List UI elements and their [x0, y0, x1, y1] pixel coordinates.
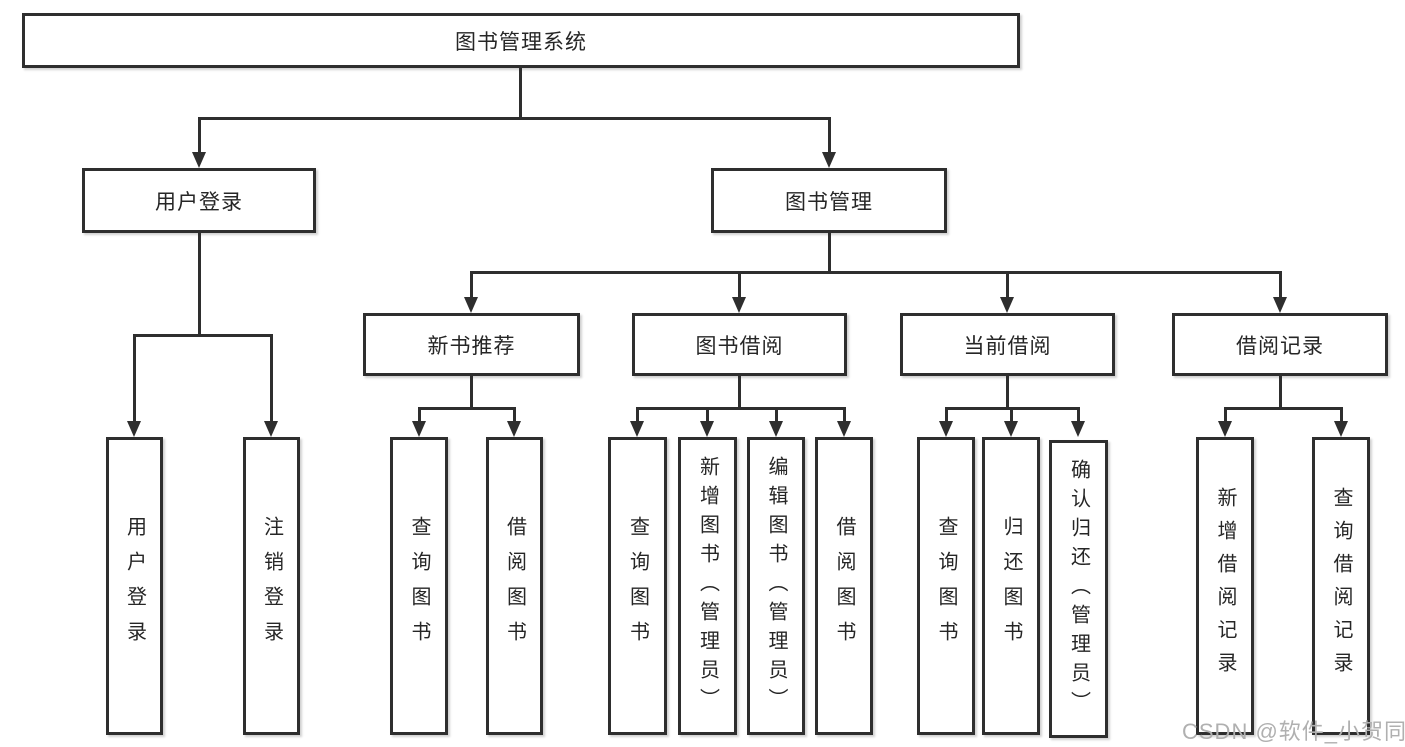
- node-label: 当前借阅: [963, 334, 1052, 358]
- leaf-query-books-current: 查询图书: [917, 437, 975, 735]
- arrow-down-icon: [1000, 297, 1014, 313]
- arrow-down-icon: [507, 421, 521, 437]
- leaf-confirm-return-admin: 确认归还（管理员）: [1049, 440, 1108, 738]
- leaf-label: 注销登录: [260, 516, 283, 656]
- leaf-return-book: 归还图书: [982, 437, 1040, 735]
- arrow-down-icon: [1273, 297, 1287, 313]
- leaf-label: 确认归还（管理员）: [1067, 458, 1090, 720]
- connector-line: [1077, 408, 1080, 423]
- arrow-down-icon: [1218, 421, 1232, 437]
- node-label: 图书管理: [785, 190, 873, 214]
- leaf-label: 归还图书: [1000, 516, 1022, 656]
- node-label: 图书管理系统: [455, 30, 587, 54]
- connector-line: [1006, 272, 1009, 299]
- arrow-down-icon: [769, 421, 783, 437]
- arrow-down-icon: [192, 152, 206, 168]
- node-label: 借阅记录: [1236, 334, 1324, 358]
- node-library-system: 图书管理系统: [22, 13, 1020, 68]
- leaf-logout: 注销登录: [243, 437, 300, 735]
- connector-line: [1006, 376, 1009, 408]
- connector-line: [513, 408, 516, 423]
- connector-line: [706, 408, 709, 423]
- arrow-down-icon: [939, 421, 953, 437]
- leaf-label: 查询图书: [626, 516, 649, 656]
- node-user-login: 用户登录: [82, 168, 316, 233]
- arrow-down-icon: [700, 421, 714, 437]
- arrow-down-icon: [127, 421, 141, 437]
- arrow-down-icon: [630, 421, 644, 437]
- connector-line: [1224, 408, 1227, 423]
- arrow-down-icon: [732, 297, 746, 313]
- connector-line: [636, 407, 846, 410]
- connector-line: [738, 376, 741, 408]
- connector-line: [133, 334, 273, 337]
- arrow-down-icon: [1071, 421, 1085, 437]
- node-current-borrowing: 当前借阅: [900, 313, 1115, 376]
- leaf-edit-book-admin: 编辑图书（管理员）: [747, 437, 805, 735]
- connector-line: [270, 335, 273, 423]
- node-book-management: 图书管理: [711, 168, 947, 233]
- connector-line: [828, 118, 831, 153]
- leaf-query-borrow-record: 查询借阅记录: [1312, 437, 1370, 735]
- arrow-down-icon: [837, 421, 851, 437]
- node-borrow-records: 借阅记录: [1172, 313, 1388, 376]
- connector-line: [1224, 407, 1343, 410]
- leaf-label: 编辑图书（管理员）: [765, 455, 787, 717]
- connector-line: [519, 68, 522, 118]
- csdn-watermark: CSDN @软件_小贺同学: [1182, 719, 1405, 744]
- node-label: 新书推荐: [427, 334, 516, 358]
- leaf-label: 用户登录: [123, 516, 146, 656]
- node-book-borrowing: 图书借阅: [632, 313, 847, 376]
- leaf-label: 查询图书: [935, 516, 957, 656]
- arrow-down-icon: [264, 421, 278, 437]
- connector-line: [133, 335, 136, 423]
- connector-line: [775, 408, 778, 423]
- connector-line: [198, 118, 201, 153]
- leaf-label: 借阅图书: [833, 516, 855, 656]
- leaf-label: 查询借阅记录: [1330, 487, 1352, 685]
- connector-line: [1340, 408, 1343, 423]
- leaf-borrow-books-recommend: 借阅图书: [486, 437, 543, 735]
- connector-line: [1279, 376, 1282, 408]
- connector-line: [470, 376, 473, 408]
- connector-line: [418, 408, 421, 423]
- connector-line: [470, 271, 1282, 274]
- connector-line: [1010, 408, 1013, 423]
- leaf-label: 借阅图书: [503, 516, 526, 656]
- leaf-add-book-admin: 新增图书（管理员）: [678, 437, 737, 735]
- connector-line: [945, 408, 948, 423]
- leaf-query-books-recommend: 查询图书: [390, 437, 448, 735]
- leaf-user-login: 用户登录: [106, 437, 163, 735]
- node-new-book-recommend: 新书推荐: [363, 313, 580, 376]
- arrow-down-icon: [464, 297, 478, 313]
- node-label: 用户登录: [155, 190, 243, 214]
- arrow-down-icon: [1004, 421, 1018, 437]
- leaf-label: 新增借阅记录: [1214, 487, 1236, 685]
- connector-line: [198, 117, 831, 120]
- leaf-add-borrow-record: 新增借阅记录: [1196, 437, 1254, 735]
- connector-line: [636, 408, 639, 423]
- arrow-down-icon: [412, 421, 426, 437]
- connector-line: [1279, 272, 1282, 299]
- leaf-query-books-borrowing: 查询图书: [608, 437, 667, 735]
- arrow-down-icon: [822, 152, 836, 168]
- connector-line: [828, 233, 831, 272]
- connector-line: [198, 233, 201, 335]
- leaf-borrow-books-borrowing: 借阅图书: [815, 437, 873, 735]
- node-label: 图书借阅: [695, 334, 784, 358]
- connector-line: [470, 272, 473, 299]
- connector-line: [843, 408, 846, 423]
- leaf-label: 查询图书: [408, 516, 430, 656]
- connector-line: [738, 272, 741, 299]
- leaf-label: 新增图书（管理员）: [696, 455, 719, 717]
- arrow-down-icon: [1334, 421, 1348, 437]
- connector-line: [418, 407, 516, 410]
